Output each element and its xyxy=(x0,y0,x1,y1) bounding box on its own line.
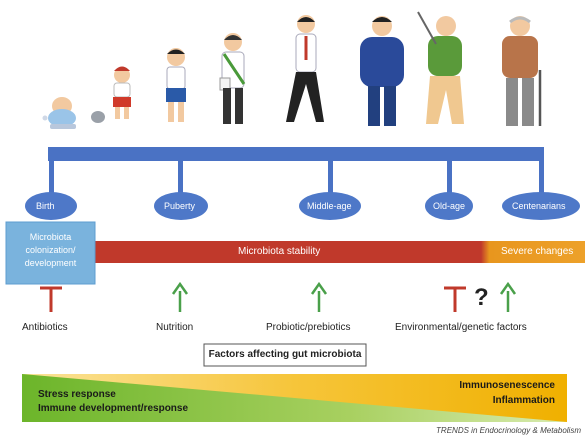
timeline-bracket xyxy=(48,147,544,197)
stage-ellipse-puberty xyxy=(154,192,208,220)
stage-label-centenarians: Centenarians xyxy=(512,201,566,211)
promote-arrow-environmental xyxy=(499,281,517,312)
toddler-figure xyxy=(91,66,131,123)
stage-ellipse-birth xyxy=(25,192,77,220)
promote-arrow-nutrition xyxy=(171,281,189,312)
stage-label-old-age: Old-age xyxy=(433,201,466,211)
journal-credit: TRENDS in Endocrinology & Metabolism xyxy=(436,426,581,435)
factors-box xyxy=(203,343,367,367)
gradient-left-line1: Stress response xyxy=(38,389,116,400)
inhibit-symbol-antibiotics xyxy=(40,286,62,312)
baby-figure xyxy=(42,97,76,129)
factor-label-antibiotics: Antibiotics xyxy=(22,322,68,333)
stability-bar xyxy=(95,241,485,263)
stage-ellipse-old-age xyxy=(425,192,473,220)
gradient-left-line2: Immune development/response xyxy=(38,403,189,414)
factors-box-label: Factors affecting gut microbiota xyxy=(208,349,362,360)
gradient-right-line1: Immunosenescence xyxy=(459,380,555,391)
promote-arrow-probiotics xyxy=(310,281,328,312)
child-figure xyxy=(166,48,186,122)
teen-figure xyxy=(219,33,246,124)
factor-label-probiotics: Probiotic/prebiotics xyxy=(266,322,351,333)
stage-label-middle-age: Middle-age xyxy=(307,201,352,211)
middle-aged-man-figure xyxy=(360,16,404,126)
factor-label-environmental: Environmental/genetic factors xyxy=(395,322,527,333)
severe-changes-label: Severe changes xyxy=(501,246,574,257)
stage-label-birth: Birth xyxy=(36,201,55,211)
golfer-figure xyxy=(417,11,464,124)
stage-ellipse-middle-age xyxy=(299,192,361,220)
unknown-effect-question-mark: ? xyxy=(474,284,489,311)
stage-label-puberty: Puberty xyxy=(164,201,196,211)
gradient-right-line2: Inflammation xyxy=(492,395,555,406)
stage-ellipse-centenarians xyxy=(502,192,580,220)
colonization-label: Microbiota colonization/ development xyxy=(24,232,77,268)
severe-changes-bar xyxy=(481,241,585,263)
factor-label-nutrition: Nutrition xyxy=(156,322,194,333)
stability-label: Microbiota stability xyxy=(238,246,321,257)
inhibit-symbol-environmental xyxy=(444,286,466,312)
young-man-figure xyxy=(286,15,324,122)
age-gradient-wedge xyxy=(22,374,567,422)
colonization-box xyxy=(5,221,96,285)
old-man-figure xyxy=(502,16,542,126)
